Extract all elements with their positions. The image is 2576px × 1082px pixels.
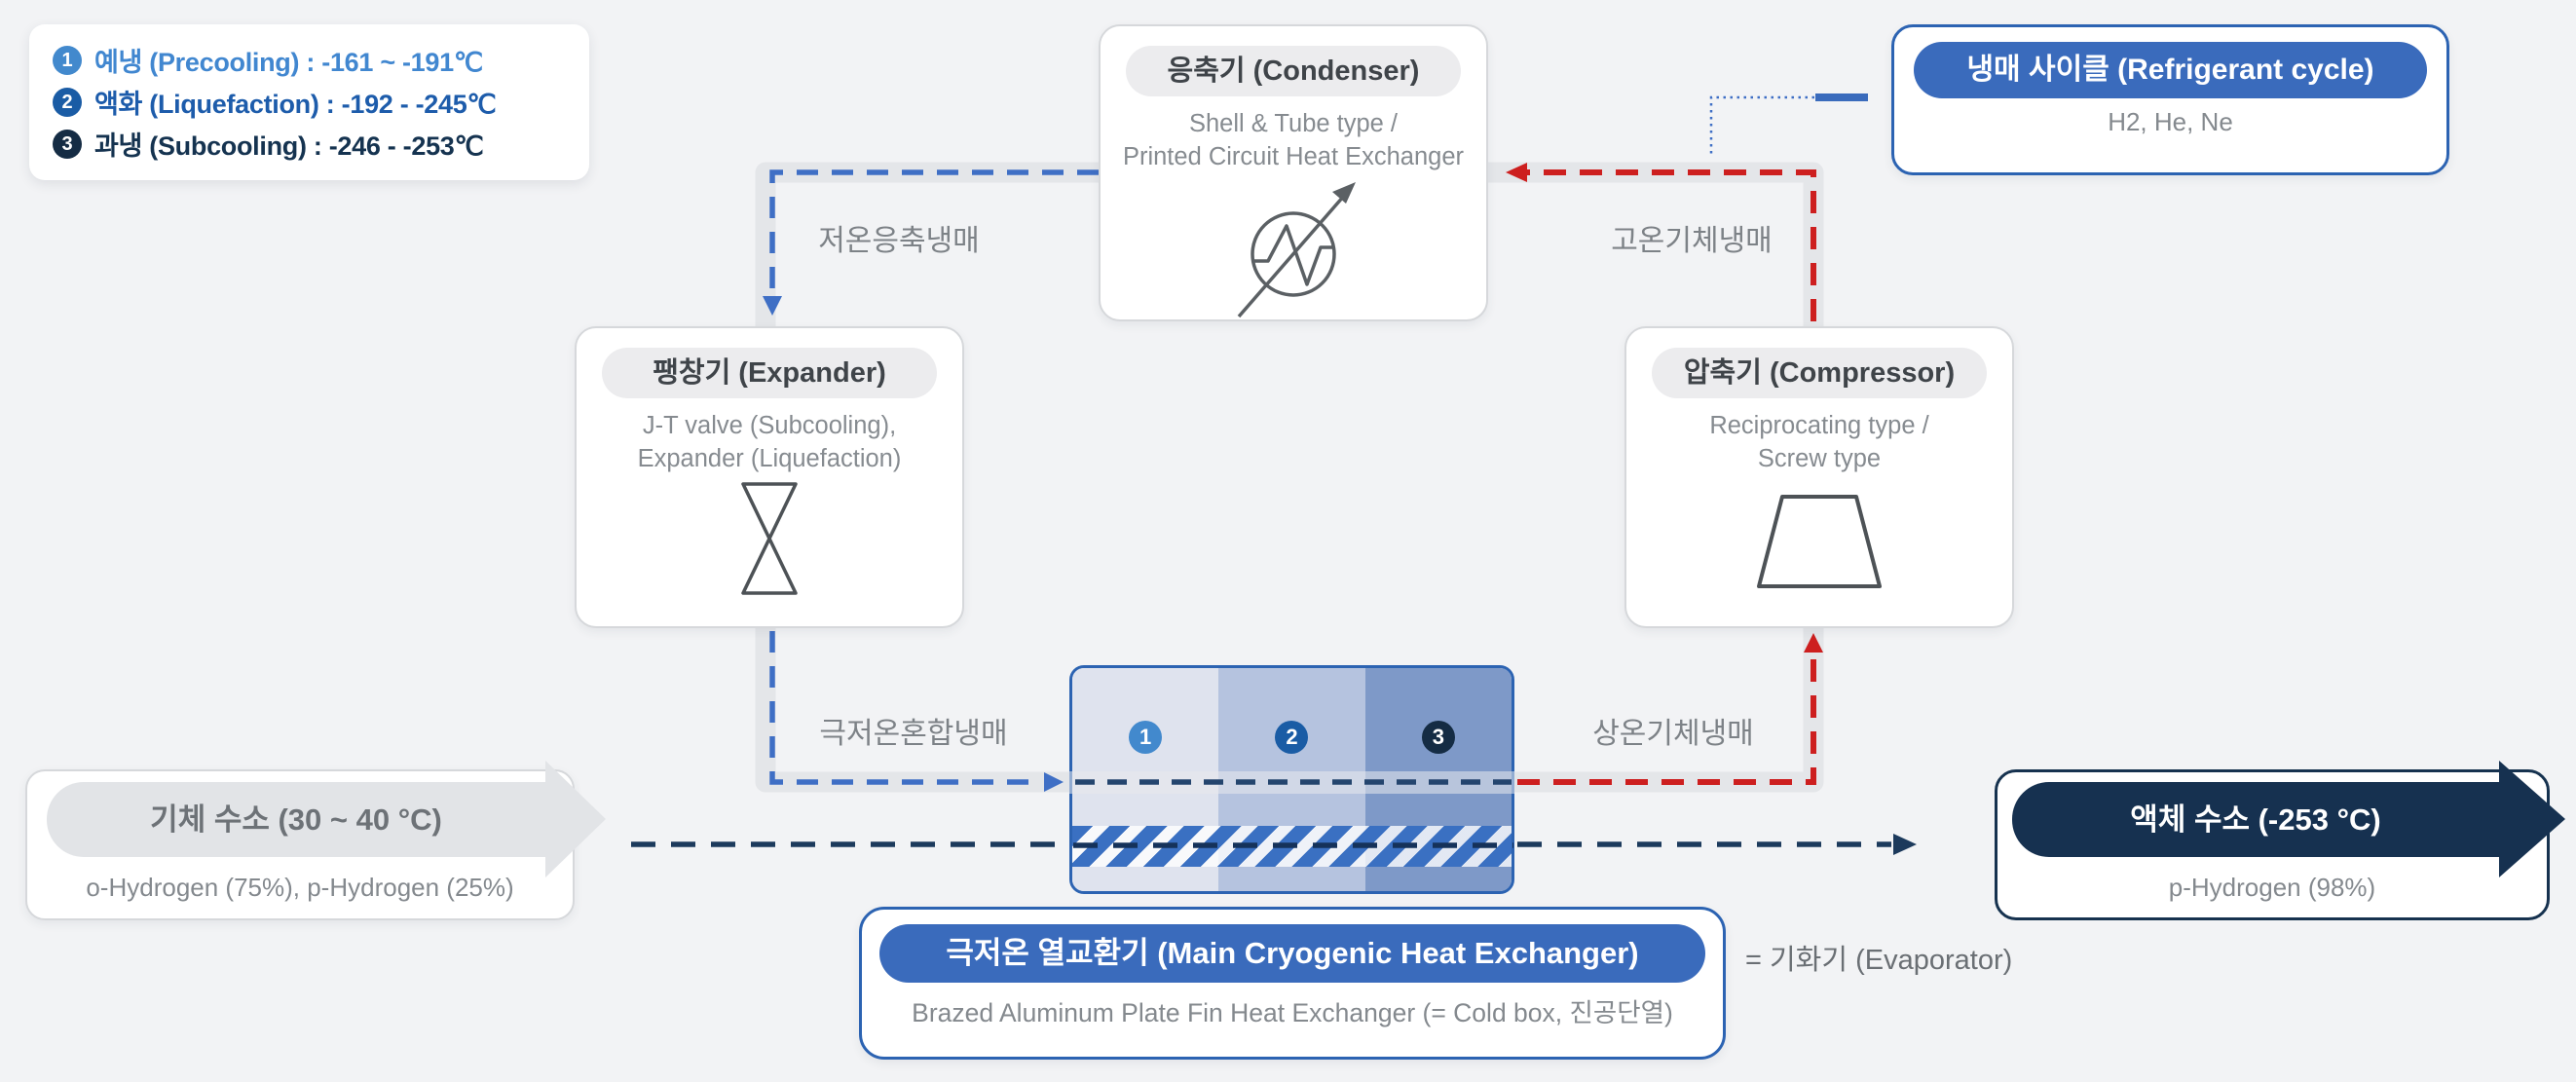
heat-exchanger-icon <box>1101 177 1486 328</box>
condenser-subtitle: Shell & Tube type / Printed Circuit Heat… <box>1122 110 1465 170</box>
cryogenic-mixed-line <box>769 631 1042 785</box>
arrow-down-icon <box>763 296 782 316</box>
label-hot-gas-refrigerant: 고온기체냉매 <box>1611 225 1773 257</box>
legend-2-label: 액화 (Liquefaction) : -192 - -245℃ <box>94 90 497 119</box>
compressor-title: 압축기 (Compressor) <box>1652 348 1987 398</box>
refrigerant-cycle-connector-dotted <box>1709 95 1855 156</box>
legend-1-label: 예냉 (Precooling) : -161 ~ -191℃ <box>94 48 483 77</box>
refrigerant-cycle-title: 냉매 사이클 (Refrigerant cycle) <box>1914 42 2427 98</box>
gas-hydrogen-subtitle: o-Hydrogen (75%), p-Hydrogen (25%) <box>86 873 514 902</box>
expander-subtitle: J-T valve (Subcooling), Expander (Liquef… <box>637 412 902 472</box>
compressor-node: 압축기 (Compressor) Reciprocating type / Sc… <box>1624 326 2014 628</box>
expander-node: 팽창기 (Expander) J-T valve (Subcooling), E… <box>575 326 964 628</box>
refrigerant-cycle-node: 냉매 사이클 (Refrigerant cycle) H2, He, Ne <box>1891 24 2449 175</box>
mche-subtitle: Brazed Aluminum Plate Fin Heat Exchanger… <box>912 998 1673 1027</box>
arrow-right-icon <box>1893 834 1917 855</box>
legend-1-badge: 1 <box>53 45 82 75</box>
condenser-title: 응축기 (Condenser) <box>1126 46 1461 96</box>
hot-gas-line <box>1525 169 1816 321</box>
ambient-gas-line <box>1517 651 1816 785</box>
legend-row-liquefaction: 2 액화 (Liquefaction) : -192 - -245℃ <box>53 81 589 123</box>
mche-node: 극저온 열교환기 (Main Cryogenic Heat Exchanger)… <box>859 907 1726 1060</box>
liquid-hydrogen-arrow-tip-icon <box>2499 761 2565 877</box>
stage-3-badge: 3 <box>1421 721 1455 754</box>
mche-title: 극저온 열교환기 (Main Cryogenic Heat Exchanger) <box>879 924 1705 983</box>
legend-row-subcooling: 3 과냉 (Subcooling) : -246 - -253℃ <box>53 123 589 165</box>
compressor-icon <box>1626 491 2012 597</box>
expander-title: 팽창기 (Expander) <box>602 348 937 398</box>
legend-row-precooling: 1 예냉 (Precooling) : -161 ~ -191℃ <box>53 39 589 81</box>
stage-1-badge: 1 <box>1129 721 1163 754</box>
arrow-left-icon <box>1506 163 1527 182</box>
valve-icon <box>577 479 962 603</box>
legend: 1 예냉 (Precooling) : -161 ~ -191℃ 2 액화 (L… <box>29 24 589 180</box>
refrigerant-cycle-subtitle: H2, He, Ne <box>2108 107 2233 136</box>
arrow-right-icon <box>1044 772 1064 792</box>
label-cold-condensed-refrigerant: 저온응축냉매 <box>818 225 980 257</box>
pipe-over-stage-box <box>1069 771 1514 794</box>
liquid-hydrogen-arrow-band: 액체 수소 (-253 °C) <box>2012 782 2499 857</box>
cold-condensed-line <box>769 169 1099 298</box>
arrow-up-icon <box>1804 633 1823 653</box>
condenser-node: 응축기 (Condenser) Shell & Tube type / Prin… <box>1099 24 1488 321</box>
label-ambient-gas-refrigerant: 상온기체냉매 <box>1592 718 1754 750</box>
legend-3-label: 과냉 (Subcooling) : -246 - -253℃ <box>94 131 484 161</box>
legend-2-badge: 2 <box>53 87 82 117</box>
gas-hydrogen-arrow-tip-icon <box>545 761 606 877</box>
liquid-hydrogen-subtitle: p-Hydrogen (98%) <box>2168 873 2376 902</box>
gas-hydrogen-arrow-band: 기체 수소 (30 ~ 40 °C) <box>47 782 545 857</box>
legend-3-badge: 3 <box>53 129 82 159</box>
evaporator-note: = 기화기 (Evaporator) <box>1745 945 2013 976</box>
label-cryogenic-mixed-refrigerant: 극저온혼합냉매 <box>819 718 1008 750</box>
compressor-subtitle: Reciprocating type / Screw type <box>1709 412 1929 472</box>
stage-2-badge: 2 <box>1275 721 1309 754</box>
